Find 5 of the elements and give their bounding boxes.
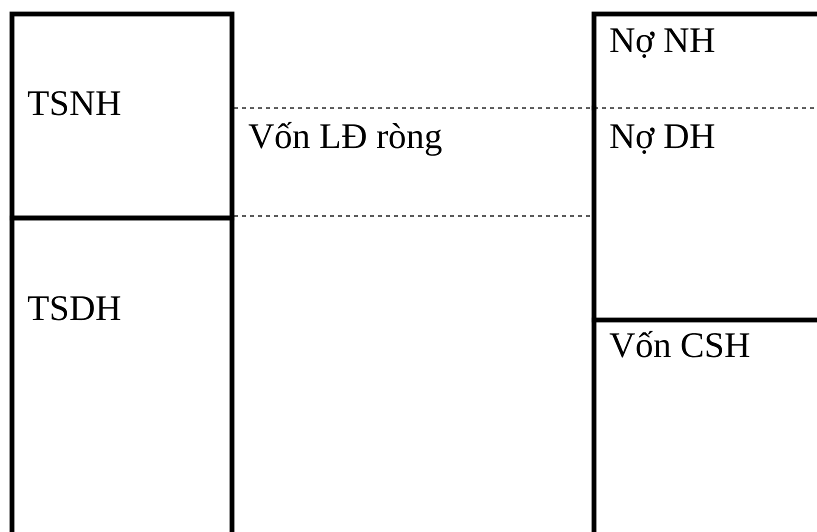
column-box: TSNH [10, 12, 234, 220]
label-text: Vốn LĐ ròng [248, 122, 442, 156]
column-box: Nợ NH [592, 12, 817, 110]
column-box: TSDH [10, 216, 234, 532]
column-box: Nợ DH [592, 106, 817, 322]
